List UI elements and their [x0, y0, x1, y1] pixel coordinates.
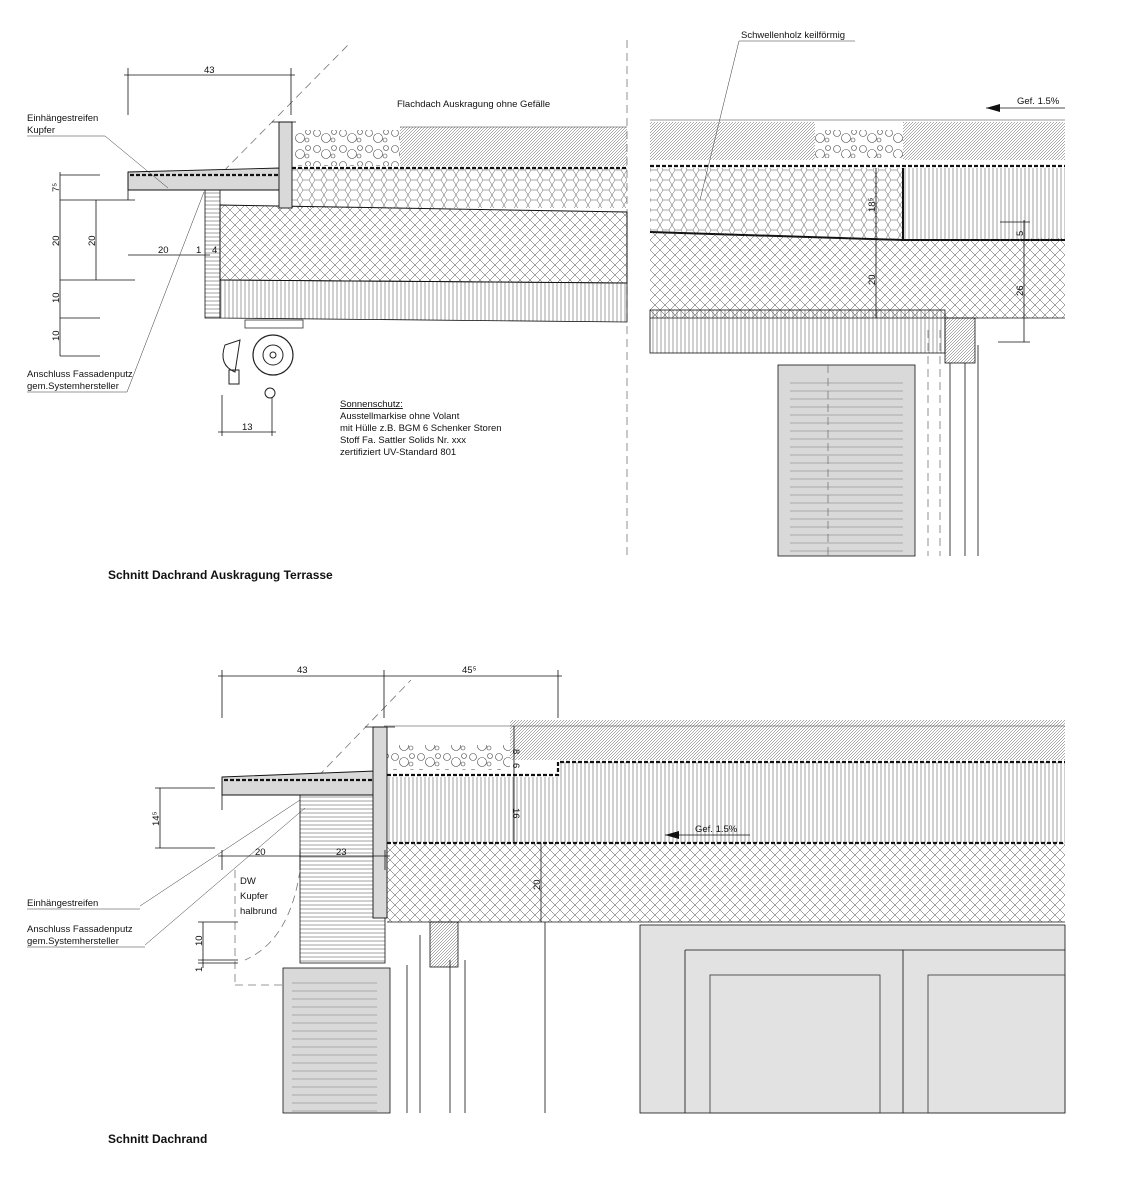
dim-label: 20: [51, 235, 62, 246]
insulation-layer: [558, 762, 1065, 843]
dim-label: 8: [510, 749, 521, 754]
dim-label: 20: [87, 235, 98, 246]
timber-layer: [219, 279, 628, 323]
label-line: gem.Systemhersteller: [27, 381, 119, 392]
dim-label: 7⁵: [51, 183, 62, 192]
dim-label: 20: [867, 274, 878, 285]
awning-mechanism: [222, 319, 304, 399]
slope-label: Gef. 1.5%: [1017, 96, 1060, 107]
label-line: Anschluss Fassadenputz: [27, 369, 133, 380]
concrete-slab: [387, 843, 1065, 922]
dim-label: 10: [51, 330, 62, 341]
facade-plaster: [299, 794, 386, 964]
label-einhaengestreifen: Einhängestreifen: [27, 898, 140, 910]
dimension-chain-right: 18⁵ 20 5 26: [867, 168, 1030, 343]
dimension-top: 43 45⁵: [218, 665, 562, 718]
label-sunshade: Sonnenschutz: Ausstellmarkise ohne Volan…: [340, 399, 502, 458]
dim-label: 16: [510, 808, 521, 819]
label-line: gem.Systemhersteller: [27, 936, 119, 947]
label-line: halbrund: [240, 906, 277, 917]
dimension-chain-vertical: 7⁵ 20 20 10 10 20 1 4: [51, 172, 217, 357]
dim-label: 23: [336, 847, 347, 858]
dim-label: 5: [1015, 231, 1026, 236]
window-frame: [429, 921, 459, 968]
label-dw: DW Kupfer halbrund: [240, 876, 277, 917]
gravel-layer: [295, 130, 400, 166]
arrow-left-icon: [986, 104, 1000, 112]
parapet-upstand: [278, 121, 293, 209]
green-roof-layer: [650, 122, 815, 160]
dim-label: 6: [510, 763, 521, 768]
dimension-chain-bottom: 14⁵ 20 23 10 1 8 6 16 20: [151, 726, 543, 972]
dim-label: 4: [212, 245, 217, 256]
eave-slab: [127, 167, 281, 191]
dim-label: 10: [194, 935, 205, 946]
dimension-overhang: 43: [124, 65, 295, 115]
dim-label: 10: [51, 292, 62, 303]
dim-label: 18⁵: [867, 197, 878, 212]
label-anschluss: Anschluss Fassadenputz gem.Systemherstel…: [27, 924, 145, 948]
dim-label: 1: [196, 245, 201, 256]
label-line: zertifiziert UV-Standard 801: [340, 447, 456, 458]
label-line: Einhängestreifen: [27, 898, 98, 909]
insulation-layer: [387, 777, 558, 843]
glazing-elevation: [639, 924, 1066, 1114]
green-roof-layer: [510, 720, 1065, 760]
dim-label: 20: [255, 847, 266, 858]
label-einhaengestreifen: Einhängestreifen Kupfer: [27, 113, 169, 189]
window-panel: [709, 974, 881, 1114]
label-line: mit Hülle z.B. BGM 6 Schenker Storen: [340, 423, 502, 434]
arrow-left-icon: [665, 831, 679, 839]
dim-label: 43: [297, 665, 308, 676]
dim-label: 26: [1015, 285, 1026, 296]
label-line: Kupfer: [240, 891, 268, 902]
wedge-timber: [650, 168, 903, 240]
label-line: Einhängestreifen: [27, 113, 98, 124]
label-line: DW: [240, 876, 256, 887]
label-line: Ausstellmarkise ohne Volant: [340, 411, 460, 422]
green-roof-layer: [903, 122, 1065, 160]
window-frame: [944, 317, 976, 364]
top-section: 43 Flachdach Auskragung ohne Gefälle: [27, 30, 1065, 582]
slope-indicator: Gef. 1.5%: [986, 96, 1065, 112]
insulation-layer: [903, 168, 1065, 240]
dim-label: 43: [204, 65, 215, 76]
dim-label: 20: [158, 245, 169, 256]
shutter-slats: [790, 380, 903, 556]
dim-label: 1: [194, 967, 205, 972]
window-panel: [927, 974, 1066, 1114]
label-line: Stoff Fa. Sattler Solids Nr. xxx: [340, 435, 466, 446]
section-title: Schnitt Dachrand: [108, 1132, 207, 1146]
label-line: Kupfer: [27, 125, 55, 136]
dim-label: 14⁵: [151, 811, 162, 826]
dim-label: 13: [242, 422, 253, 433]
slope-indicator: Gef. 1.5%: [665, 824, 750, 839]
slope-guide-line: [204, 44, 349, 191]
gravel-layer: [387, 745, 510, 770]
slope-label: Gef. 1.5%: [695, 824, 738, 835]
parapet-upstand: [372, 726, 388, 919]
shutter-slats: [292, 978, 377, 1113]
section-title: Schnitt Dachrand Auskragung Terrasse: [108, 568, 333, 582]
roof-label: Flachdach Auskragung ohne Gefälle: [397, 99, 550, 110]
dim-label: 20: [532, 879, 543, 890]
label-line: Schwellenholz keilförmig: [741, 30, 845, 41]
concrete-slab: [650, 232, 1065, 318]
green-roof-layer: [400, 127, 627, 166]
gravel-layer: [815, 130, 903, 158]
dimension-awning: 13: [218, 395, 276, 436]
concrete-slab: [219, 204, 628, 284]
label-anschluss: Anschluss Fassadenputz gem.Systemherstel…: [27, 191, 205, 393]
dim-label: 45⁵: [462, 665, 477, 676]
label-line: Anschluss Fassadenputz: [27, 924, 133, 935]
insulation-layer: [292, 168, 627, 208]
timber-layer: [649, 309, 946, 354]
label-line: Sonnenschutz:: [340, 399, 403, 410]
bottom-section: 43 45⁵ Gef. 1.5% 14⁵: [27, 665, 1066, 1146]
eave-slab: [221, 770, 376, 796]
label-schwellenholz: Schwellenholz keilförmig: [699, 30, 855, 201]
